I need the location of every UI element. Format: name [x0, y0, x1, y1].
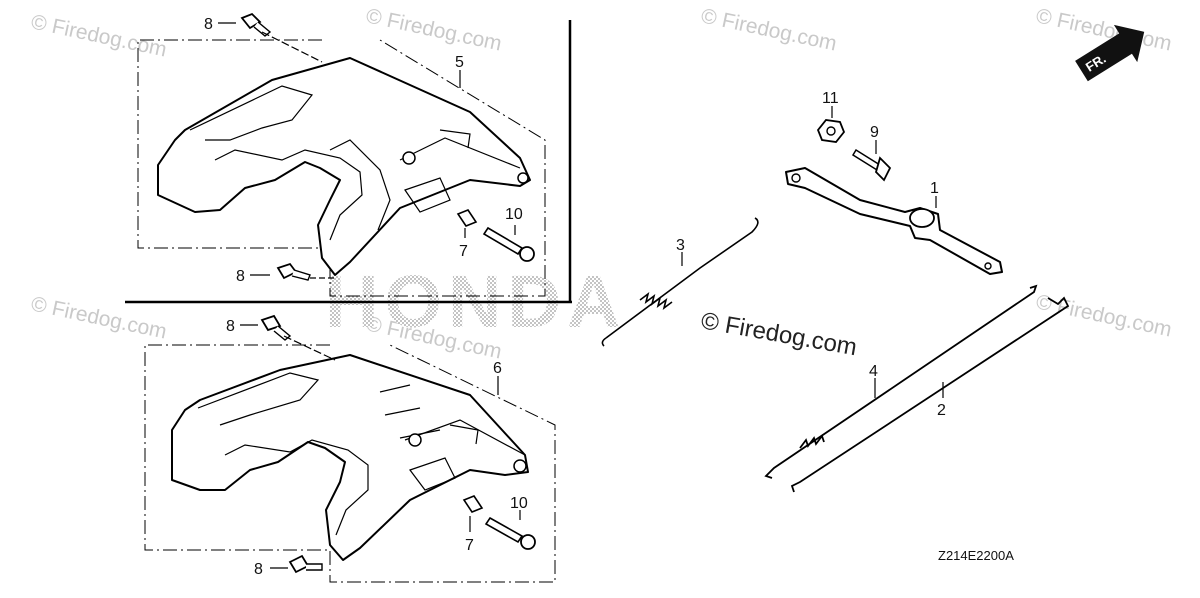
callout-11: 11	[822, 90, 839, 107]
callout-8: 8	[226, 318, 235, 335]
center-watermark: © Firedog.com	[699, 307, 859, 361]
bolt-8	[288, 554, 323, 574]
cover-part-5	[157, 57, 531, 276]
assembly-frame-lower	[144, 344, 556, 583]
callout-8: 8	[236, 268, 245, 285]
callout-9: 9	[870, 124, 879, 141]
callout-5: 5	[455, 54, 464, 71]
rod-2	[790, 296, 1070, 493]
callout-10: 10	[510, 495, 528, 512]
callout-8: 8	[254, 561, 263, 578]
assembly-frame-upper	[137, 39, 546, 297]
drawing-code: Z214E2200A	[938, 548, 1014, 563]
cover-part-6	[171, 354, 529, 561]
callout-7: 7	[465, 537, 474, 554]
callout-10: 10	[505, 206, 523, 223]
front-direction-badge: FR.	[1075, 24, 1145, 82]
callout-1: 1	[930, 180, 939, 197]
watermark: © Firedog.com	[364, 4, 504, 55]
bolt-10	[482, 226, 535, 262]
watermark: © Firedog.com	[1034, 290, 1174, 341]
spring-rod-3	[601, 217, 759, 347]
callout-3: 3	[676, 237, 685, 254]
collar-7	[462, 495, 484, 513]
callout-6: 6	[493, 360, 502, 377]
watermark: © Firedog.com	[29, 292, 169, 343]
bolt-9	[851, 148, 892, 182]
callout-2: 2	[937, 402, 946, 419]
bolt-10	[484, 516, 536, 550]
callout-8: 8	[204, 16, 213, 33]
watermark: © Firedog.com	[699, 4, 839, 55]
callout-4: 4	[869, 363, 878, 380]
watermark: © Firedog.com	[29, 10, 169, 61]
nut-11	[816, 119, 846, 143]
bolt-8	[240, 12, 272, 37]
rod-4	[764, 284, 1038, 479]
collar-7	[456, 209, 478, 227]
lever-arm-1	[785, 167, 1003, 275]
bolt-8	[276, 262, 311, 281]
callout-7: 7	[459, 243, 468, 260]
